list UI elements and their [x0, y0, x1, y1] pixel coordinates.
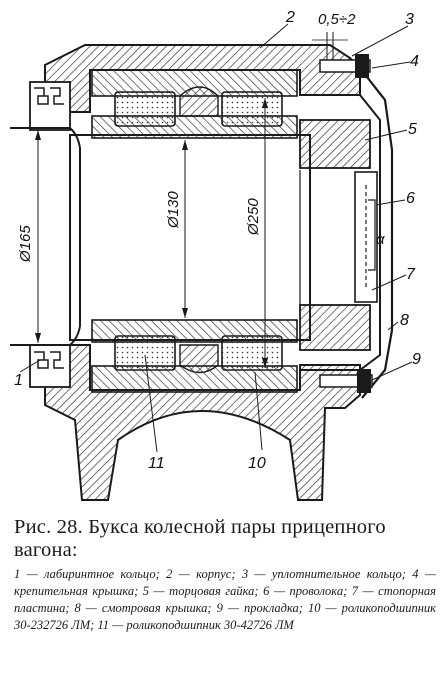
axle-journal: [69, 134, 311, 341]
securing-cover: [300, 94, 381, 371]
dim-130-line: [182, 140, 188, 318]
callout-2: 2: [285, 9, 295, 26]
callout-10: 10: [248, 455, 266, 472]
gap-dimension-label: 0,5÷2: [318, 11, 356, 28]
callout-4: 4: [410, 53, 419, 70]
callout-8: 8: [400, 312, 409, 329]
end-nut-upper: [299, 119, 371, 169]
inspection-cover: [359, 67, 394, 399]
callout-3: 3: [405, 11, 414, 28]
lower-bolt: [319, 369, 373, 393]
dim-250-line: [262, 98, 268, 368]
lower-roller-right: [221, 335, 283, 371]
caption-legend: 1 — лабиринтное кольцо; 2 — корпус; 3 — …: [14, 567, 436, 632]
wire: [368, 199, 376, 271]
axle-fillet: [10, 127, 81, 346]
diameter-250-label: Ø250: [245, 198, 262, 236]
dim-165-line: [35, 130, 41, 343]
upper-bolt: [319, 54, 371, 78]
leader-lines: [19, 23, 413, 453]
upper-roller-right: [221, 91, 283, 127]
figure-caption: Рис. 28. Букса колесной пары прицепного …: [14, 516, 436, 634]
end-nut-lower: [299, 304, 371, 351]
diameter-165-label: Ø165: [17, 225, 34, 263]
callout-9: 9: [412, 351, 421, 368]
axlebox-drawing: 1 2 3 4 5 6 7 8 9 10 11 0,5÷2 Ø165 Ø130 …: [10, 9, 421, 501]
diameter-130-label: Ø130: [165, 191, 182, 229]
callout-11: 11: [148, 455, 165, 472]
callout-6: 6: [406, 190, 415, 207]
upper-roller-left: [114, 91, 176, 127]
gap-dimension-marks: [312, 32, 348, 60]
callout-7: 7: [406, 266, 416, 283]
angle-alpha-label: α: [376, 231, 385, 248]
callout-5: 5: [408, 121, 417, 138]
caption-title: Рис. 28. Букса колесной пары прицепного …: [14, 516, 386, 561]
callout-1: 1: [14, 372, 23, 389]
lower-roller-left: [114, 335, 176, 371]
